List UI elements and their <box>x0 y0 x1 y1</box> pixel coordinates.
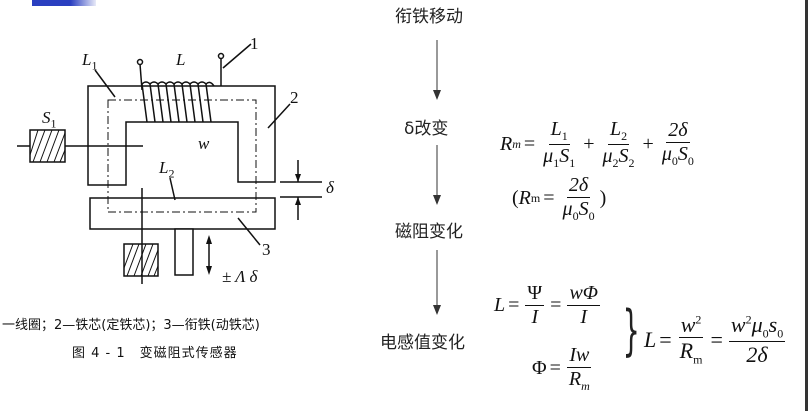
armature-stem <box>174 228 194 276</box>
flow-step-reluctance-change: 磁阻变化 <box>395 222 463 242</box>
label-2: 2 <box>290 88 299 107</box>
label-delta: δ <box>326 178 334 197</box>
accent-bar <box>32 0 96 6</box>
right-border <box>805 0 808 411</box>
coil <box>141 81 215 123</box>
label-s1: S1 <box>42 108 57 131</box>
iron-core <box>87 85 276 186</box>
coil-lead-left <box>139 63 143 91</box>
label-l1: L1 <box>82 50 98 73</box>
flow-step-inductance-change: 电感值变化 <box>380 333 465 353</box>
label-3: 3 <box>262 240 271 259</box>
label-l2: L2 <box>159 158 175 181</box>
armature <box>89 197 276 230</box>
label-w: w <box>198 134 210 153</box>
figure-caption: 图 4 - 1 变磁阻式传感器 <box>72 346 238 361</box>
flow-step-delta-change: δ改变 <box>404 119 449 139</box>
label-1: 1 <box>250 34 259 53</box>
flux-path <box>107 99 257 213</box>
s1-block <box>29 129 66 163</box>
label-l: L <box>176 50 186 69</box>
flow-step-armature-move: 衔铁移动 <box>395 7 463 27</box>
reluctance-sensor-diagram <box>17 43 322 284</box>
flow-arrows <box>433 40 441 315</box>
bottom-block <box>123 243 159 277</box>
label-pm-delta: ± Λ δ <box>222 267 258 286</box>
figure-legend: 一线圈；2—铁芯(定铁芯)；3—衔铁(动铁芯) <box>2 318 260 333</box>
brace: } <box>622 299 640 362</box>
